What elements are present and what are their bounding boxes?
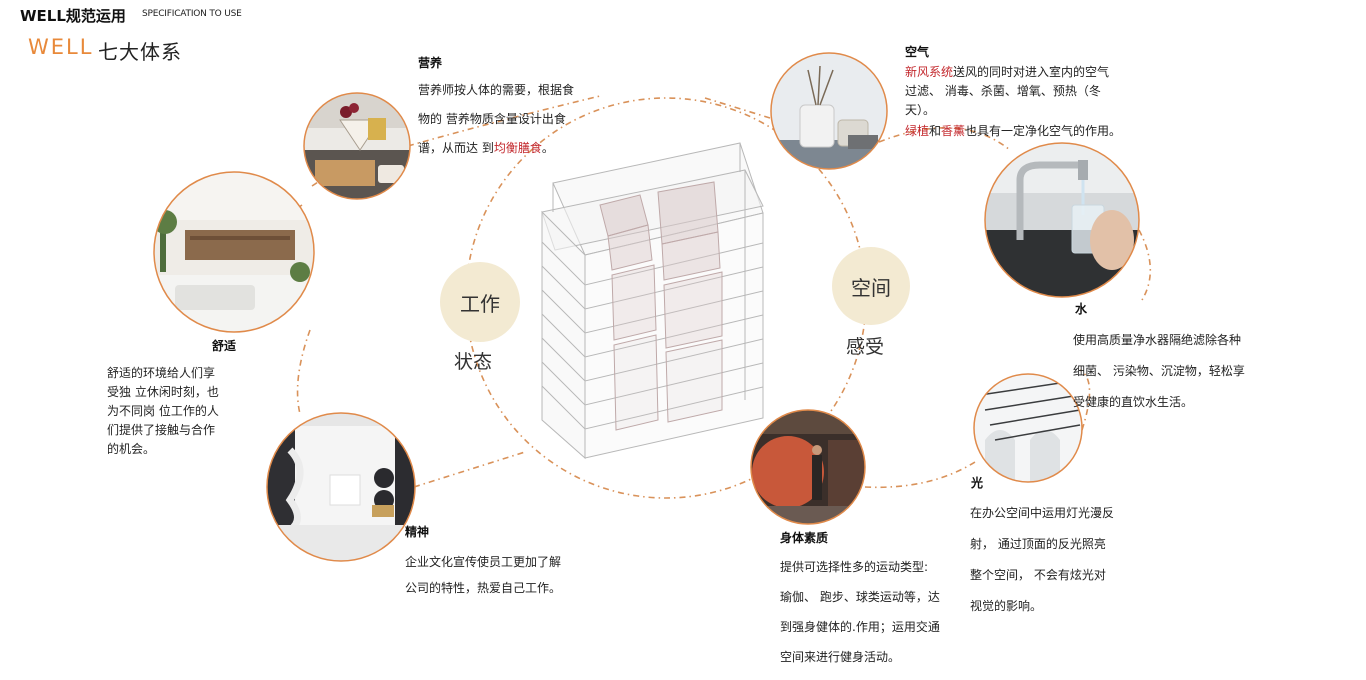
water-line: 细菌、 污染物、沉淀物，轻松享 (1073, 364, 1245, 378)
fitness-heading: 身体素质 (780, 531, 829, 545)
water-line: 受健康的直饮水生活。 (1073, 395, 1194, 409)
water-heading: 水 (1075, 302, 1088, 316)
work-badge: 工作 (440, 262, 520, 342)
fitness-line: 提供可选择性多的运动类型: (780, 560, 929, 574)
comfort-line: 受独 立休闲时刻，也 (107, 385, 219, 399)
air-line: 天）。 (905, 103, 936, 117)
comfort-photo (154, 172, 314, 332)
comfort-line: 的机会。 (107, 442, 156, 456)
comfort-heading: 舒适 (212, 339, 237, 353)
water-line: 使用高质量净水器隔绝滤除各种 (1073, 333, 1242, 347)
connector-water-air (878, 126, 1011, 151)
nutrition-photo (304, 93, 410, 199)
light-heading: 光 (971, 476, 984, 490)
connector-air (704, 97, 771, 119)
plants-highlight: 绿植 (905, 124, 930, 138)
aroma-highlight: 香薰 (941, 124, 966, 138)
page-title-en: WELL (28, 35, 94, 59)
work-state-label: 状态 (454, 351, 493, 373)
comfort-line: 为不同岗 位工作的人 (107, 404, 219, 418)
connector-nutrition (407, 95, 601, 147)
fitness-line: 到强身健体的.作用；运用交通 (780, 620, 940, 634)
light-line: 整个空间， 不会有炫光对 (970, 568, 1106, 582)
air-line: 过滤、 消毒、杀菌、增氧、预热（冬 (905, 84, 1101, 98)
fitness-text: 提供可选择性多的运动类型: 瑜伽、 跑步、球类运动等，达 到强身健体的.作用；运… (780, 552, 980, 672)
connector-lower-left (296, 329, 311, 415)
nutrition-heading: 营养 (418, 56, 443, 70)
air-line: 绿植和香薰也具有一定净化空气的作用。 (905, 124, 1122, 138)
spirit-photo (267, 413, 415, 561)
fresh-air-highlight: 新风系统 (905, 65, 954, 79)
nutrition-line: 营养师按人体的需要，根据食 (418, 83, 575, 97)
header-subtitle: SPECIFICATION TO USE (142, 9, 242, 19)
light-photo (974, 374, 1082, 482)
air-line: 新风系统送风的同时对进入室内的空气 (905, 65, 1110, 79)
space-badge-label: 空间 (851, 275, 891, 300)
nutrition-line: 物的 营养物质含量设计出食 (418, 112, 566, 126)
light-line: 射， 通过顶面的反光照亮 (970, 537, 1106, 551)
light-text: 在办公空间中运用灯光漫反 射， 通过顶面的反光照亮 整个空间， 不会有炫光对 视… (970, 498, 1160, 622)
comfort-line: 舒适的环境给人们享 (107, 366, 216, 380)
light-line: 视觉的影响。 (970, 599, 1043, 613)
connector-water-right (1138, 229, 1152, 301)
comfort-text: 舒适的环境给人们享 受独 立休闲时刻，也 为不同岗 位工作的人 们提供了接触与合… (107, 364, 247, 459)
balanced-diet-highlight: 均衡膳食 (493, 141, 542, 155)
nutrition-text: 营养师按人体的需要，根据食 物的 营养物质含量设计出食 谱，从而达 到均衡膳食。 (418, 76, 608, 163)
connector-spirit (413, 451, 526, 488)
air-text: 新风系统送风的同时对进入室内的空气 过滤、 消毒、杀菌、增氧、预热（冬 天）。 … (905, 63, 1150, 141)
spirit-line: 企业文化宣传使员工更加了解 (405, 555, 562, 569)
nutrition-line: 谱，从而达 到均衡膳食。 (418, 141, 554, 155)
fitness-line: 瑜伽、 跑步、球类运动等，达 (780, 590, 940, 604)
work-badge-label: 工作 (460, 291, 500, 316)
header-title: WELL规范运用 (20, 7, 126, 25)
water-text: 使用高质量净水器隔绝滤除各种 细菌、 污染物、沉淀物，轻松享 受健康的直饮水生活… (1073, 325, 1293, 418)
spirit-text: 企业文化宣传使员工更加了解 公司的特性，热爱自己工作。 (405, 549, 615, 601)
space-badge: 空间 (832, 247, 910, 325)
light-line: 在办公空间中运用灯光漫反 (970, 506, 1115, 520)
spirit-heading: 精神 (405, 525, 430, 539)
connector-fitness (864, 461, 976, 489)
fitness-line: 空间来进行健身活动。 (780, 650, 901, 664)
spirit-line: 公司的特性，热爱自己工作。 (405, 581, 562, 595)
space-feel-label: 感受 (846, 336, 885, 358)
page-title-zh: 七大体系 (98, 40, 182, 64)
comfort-line: 们提供了接触与合作 (107, 423, 216, 437)
air-heading: 空气 (905, 45, 930, 59)
building-wireframe (541, 142, 764, 460)
fitness-photo (751, 410, 865, 524)
